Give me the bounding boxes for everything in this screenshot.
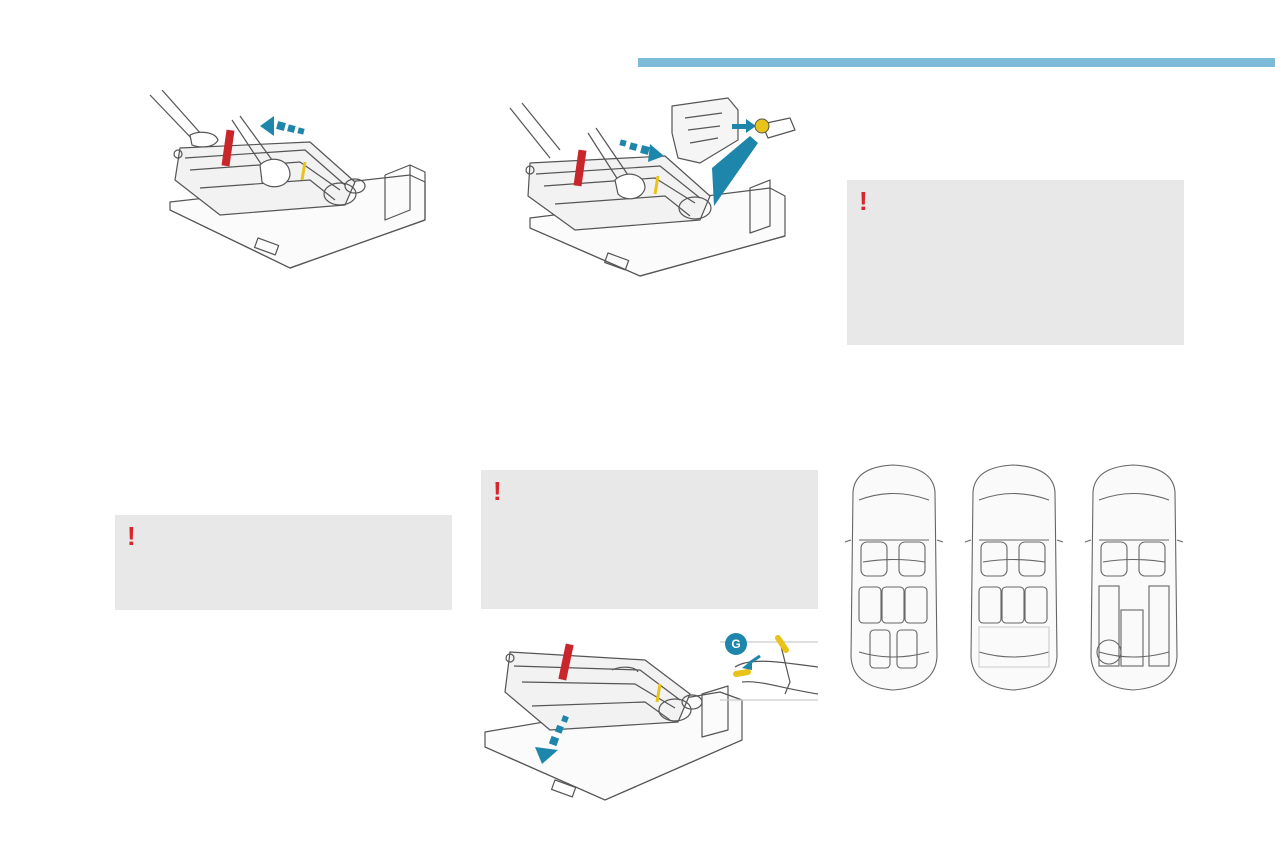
seat-anchor-illustration — [509, 97, 796, 277]
seat-slide-down-illustration: G — [484, 633, 819, 801]
seat-pull-illustration — [149, 90, 426, 269]
warning-exclamation-icon: ! — [493, 476, 502, 506]
warning-exclamation-icon: ! — [859, 186, 868, 216]
vehicle-layouts-illustration — [845, 464, 1184, 691]
header-rule — [638, 58, 1275, 67]
warning-box-center: ! — [481, 470, 818, 609]
warning-box-right: ! — [847, 180, 1184, 345]
warning-exclamation-icon: ! — [127, 521, 136, 551]
callout-letter: G — [731, 637, 740, 651]
warning-box-left: ! — [115, 515, 452, 610]
